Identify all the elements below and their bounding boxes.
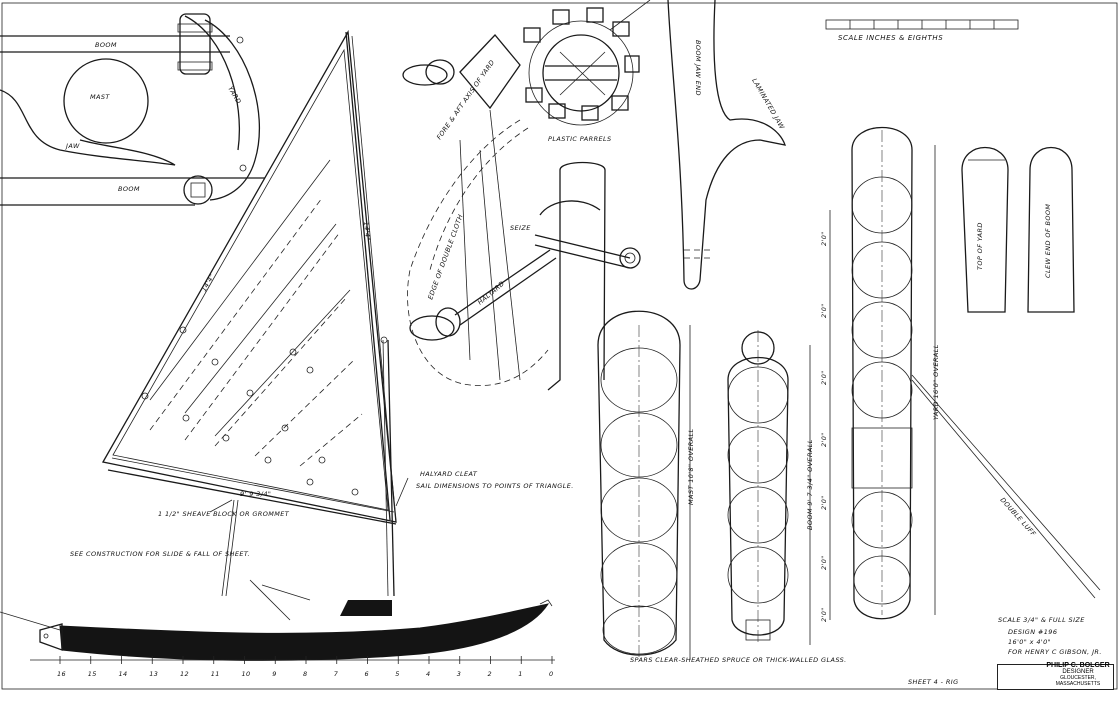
boom-spar [107, 469, 397, 525]
boom-label-top: BOOM [95, 41, 117, 49]
hull-profile [0, 599, 555, 661]
station-number: 5 [395, 670, 400, 678]
sail-dims-label: SAIL DIMENSIONS TO POINTS OF TRIANGLE. [416, 482, 574, 490]
clew-end-label: CLEW END OF BOOM [1044, 204, 1052, 278]
laminated-jaw-label: LAMINATED JAW [750, 77, 786, 131]
designer-name: PHILIP C. BOLGER [1046, 662, 1110, 669]
jaw-shape [0, 89, 176, 166]
laminated-jaw-detail: BOOM JAW END LAMINATED JAW [667, 0, 786, 290]
design-number: DESIGN #196 [1008, 628, 1057, 636]
yard-2ft-7: 2'0" [820, 607, 828, 622]
mast-overall-label: MAST 10'8" OVERALL [687, 428, 695, 505]
top-of-yard-label: TOP OF YARD [976, 222, 984, 270]
spar-end-details: TOP OF YARD CLEW END OF BOOM [961, 147, 1075, 313]
boom-overall-label: BOOM 9' 7 3/4" OVERALL [806, 439, 814, 530]
station-number: 13 [149, 670, 158, 678]
designer-block: PHILIP C. BOLGER DESIGNER GLOUCESTER, MA… [1040, 662, 1116, 687]
scale-full-label: SCALE 3/4" & FULL SIZE [998, 616, 1085, 624]
mast-sections: MAST 10'8" OVERALL SPARS CLEAR-SHEATHED … [597, 310, 847, 664]
boom-sections: BOOM 9' 7 3/4" OVERALL [727, 330, 814, 645]
station-number: 8 [303, 670, 308, 678]
see-construction-label: SEE CONSTRUCTION FOR SLIDE & FALL OF SHE… [70, 550, 250, 558]
yard-overall-label: YARD 16'0" OVERALL [932, 344, 940, 420]
station-number: 11 [211, 670, 220, 678]
station-number: 0 [549, 670, 554, 678]
mast-line [387, 339, 395, 597]
yard-2ft-6: 2'0" [820, 555, 828, 570]
jaw-label: JAW [64, 142, 80, 150]
designer-place: GLOUCESTER, MASSACHUSETTS [1055, 675, 1101, 687]
boom-jaw-label: BOOM JAW END [694, 40, 702, 96]
jaw-detail: BOOM BOOM MAST JAW YARD [0, 13, 265, 206]
station-number: 2 [488, 670, 493, 678]
station-number: 7 [334, 670, 339, 678]
station-number: 10 [242, 670, 251, 678]
luff-dimension: 14'4" [200, 272, 217, 293]
double-luff-label: DOUBLE LUFF [999, 496, 1038, 538]
mast-label: MAST [90, 93, 110, 101]
parrel-detail: PLASTIC PARRELS FORE & AFT AXIS OF YARD [402, 0, 651, 143]
sail-plan: 14'4" 14'4" 9' 9 3/4" HALYARD CLEAT SAIL… [70, 29, 574, 621]
station-number: 1 [518, 670, 523, 678]
sheave-label: 1 1/2" SHEAVE BLOCK OR GROMMET [158, 510, 290, 518]
designer-role: DESIGNER [1062, 669, 1094, 675]
halyard-detail: SEIZE HALYARD EDGE OF DOUBLE CLOTH [407, 109, 641, 391]
plastic-parrels-label: PLASTIC PARRELS [548, 135, 612, 143]
boom-label-bottom: BOOM [118, 185, 140, 193]
yard-2ft-1: 2'0" [820, 231, 828, 246]
station-number: 4 [426, 670, 431, 678]
station-number: 9 [272, 670, 277, 678]
yard-2ft-5: 2'0" [820, 495, 828, 510]
station-number: 6 [365, 670, 370, 678]
title-block [997, 664, 1114, 690]
design-for: FOR HENRY C GIBSON, JR. [1008, 648, 1102, 656]
design-size: 16'0" x 4'0" [1008, 638, 1051, 646]
sheet-border [1, 2, 1118, 690]
seize-label: SEIZE [510, 224, 531, 232]
yard-label: YARD [226, 85, 242, 105]
mast-section [63, 58, 149, 144]
station-number: 3 [457, 670, 462, 678]
halyard-cleat-label: HALYARD CLEAT [420, 470, 478, 478]
yard-2ft-3: 2'0" [820, 370, 828, 385]
edge-cloth-label: EDGE OF DOUBLE CLOTH [426, 213, 464, 301]
station-number: 16 [57, 670, 66, 678]
leech-dimension: 14'4" [362, 221, 372, 241]
yard-2ft-4: 2'0" [820, 432, 828, 447]
station-number: 12 [180, 670, 189, 678]
yard-sections: YARD 16'0" OVERALL 2'0" 2'0" 2'0" 2'0" 2… [820, 127, 1101, 622]
station-number: 15 [88, 670, 97, 678]
yard-spar [345, 31, 391, 521]
sail-outline [101, 29, 397, 523]
sheet-number: SHEET 4 - RIG [908, 678, 959, 686]
foot-dimension: 9' 9 3/4" [240, 490, 271, 498]
scale-label: SCALE INCHES & EIGHTHS [838, 34, 943, 42]
yard-2ft-2: 2'0" [820, 303, 828, 318]
station-number: 14 [119, 670, 128, 678]
spars-note-label: SPARS CLEAR-SHEATHED SPRUCE OR THICK-WAL… [630, 656, 847, 664]
hull-body [59, 603, 550, 661]
scale-bar: SCALE INCHES & EIGHTHS [825, 19, 1019, 42]
